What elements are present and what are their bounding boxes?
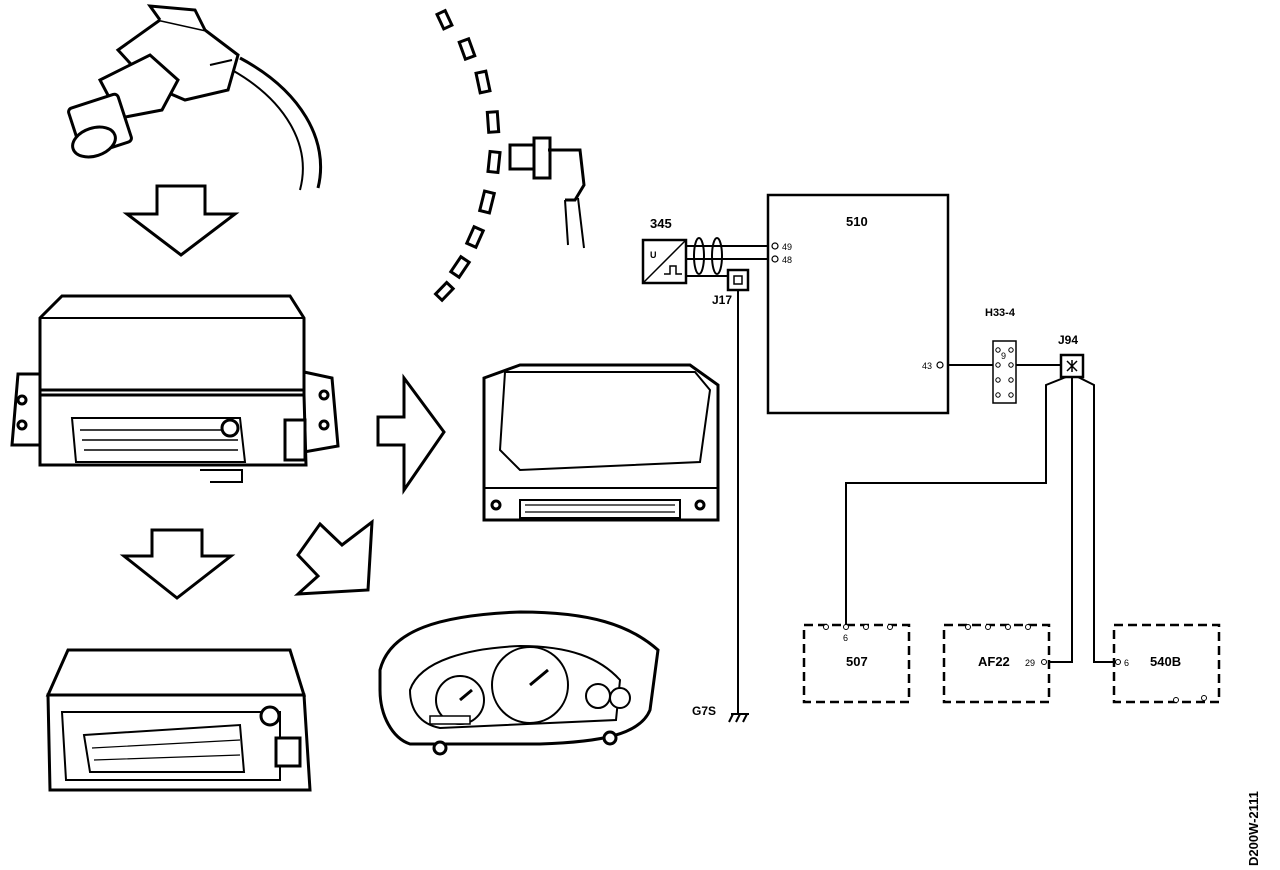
module-af22-pin: 29 [1025, 658, 1035, 668]
module-540b-pin: 6 [1124, 658, 1129, 668]
module-507-pin: 6 [843, 633, 848, 643]
crank-position-sensor-illustration [67, 4, 323, 191]
flow-arrow-down-icon [119, 528, 236, 600]
module-540b: 6 540B [1112, 623, 1221, 704]
flow-arrow-right-icon [376, 373, 446, 495]
engine-control-module-illustration [10, 294, 340, 483]
sensor-345: 345 U [641, 216, 688, 285]
flow-arrow-diagonal-icon [293, 518, 374, 596]
ecu-510-label: 510 [846, 214, 868, 229]
connector-h33-4-label: H33-4 [985, 307, 1016, 319]
junction-j94-label: J94 [1058, 333, 1078, 347]
module-af22: 29 AF22 [942, 623, 1051, 704]
ground-icon [728, 713, 749, 723]
svg-text:U: U [650, 250, 657, 260]
flow-arrow-down-icon [122, 184, 240, 257]
ecu-510: 510 49 48 43 [766, 193, 950, 415]
ecu-pin-48: 48 [782, 255, 792, 265]
junction-j17-label: J17 [712, 293, 732, 307]
junction-j94: J94 [1058, 333, 1085, 379]
branch-wires [845, 376, 1118, 663]
figure-code: D200W-2111 [1246, 791, 1261, 866]
toothed-wheel-illustration [433, 8, 586, 303]
body-control-module-illustration [45, 648, 312, 792]
ecu-pin-43: 43 [922, 361, 932, 371]
connector-h33-4: H33-4 9 [985, 307, 1017, 404]
module-507-label: 507 [846, 654, 868, 669]
ground-g7s: G7S [692, 704, 749, 723]
module-540b-label: 540B [1150, 654, 1181, 669]
module-af22-label: AF22 [978, 654, 1010, 669]
instrument-cluster-illustration [378, 610, 660, 756]
ecu-pin-49: 49 [782, 242, 792, 252]
control-unit-illustration [482, 363, 720, 522]
connector-pin-9: 9 [1001, 351, 1006, 361]
ground-g7s-label: G7S [692, 704, 716, 718]
sensor-345-label: 345 [650, 216, 672, 231]
module-507: 6 507 [802, 623, 911, 704]
